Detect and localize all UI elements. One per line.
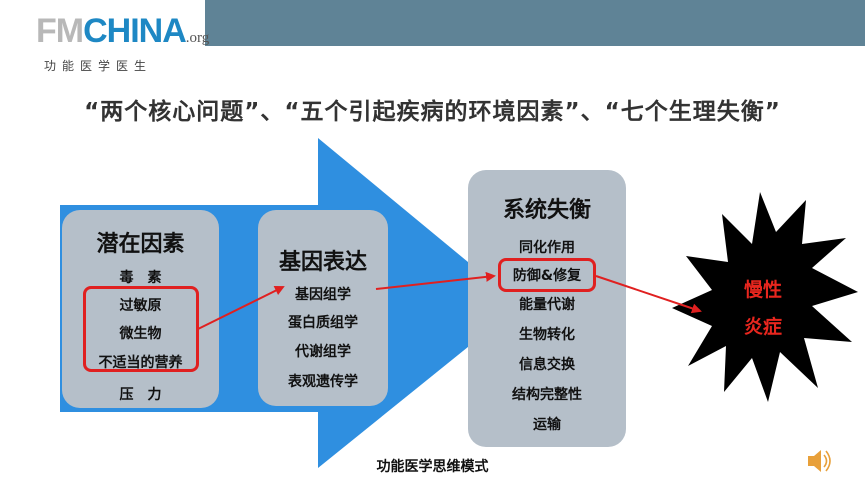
list-item: 毒 素: [119, 270, 162, 286]
box-title: 基因表达: [278, 250, 367, 275]
logo-subtitle: 功能医学医生: [44, 59, 153, 73]
header-bar: [205, 0, 865, 46]
box-title: 系统失衡: [502, 198, 591, 223]
red-arrow-1: [197, 286, 285, 330]
list-item: 压 力: [119, 387, 162, 403]
list-item: 运输: [533, 417, 561, 433]
burst-label-line2: 炎症: [743, 316, 782, 338]
list-item: 不适当的营养: [98, 355, 183, 371]
logo-china: CHINA: [83, 12, 187, 50]
list-item: 微生物: [119, 326, 162, 342]
list-item: 生物转化: [519, 327, 575, 343]
gene-expression-box: 基因表达 基因组学 蛋白质组学 代谢组学 表观遗传学: [258, 210, 388, 406]
list-item: 代谢组学: [295, 344, 351, 360]
list-item: 信息交换: [519, 357, 575, 373]
logo-org: .org: [185, 30, 210, 46]
system-imbalance-box: 系统失衡 同化作用 防御&修复 能量代谢 生物转化 信息交换 结构完整性 运输: [468, 170, 626, 447]
potential-factors-box: 潜在因素 毒 素 过敏原 微生物 不适当的营养 压 力: [62, 210, 219, 408]
red-arrow-3: [595, 275, 702, 314]
list-item: 过敏原: [119, 298, 162, 314]
list-item: 防御&修复: [512, 268, 582, 284]
list-item: 结构完整性: [512, 387, 582, 403]
list-item: 能量代谢: [519, 297, 575, 313]
logo: FMCHINA.org 功能医学医生: [36, 14, 209, 74]
box-title: 潜在因素: [96, 232, 185, 257]
highlight-box: [498, 258, 596, 292]
highlight-box: [83, 286, 199, 372]
headline: “两个核心问题”、“五个引起疾病的环境因素”、“七个生理失衡”: [84, 99, 781, 125]
burst-label-line1: 慢性: [743, 279, 782, 301]
logo-fm: FM: [36, 12, 84, 50]
red-arrow-2: [375, 271, 496, 290]
list-item: 同化作用: [519, 240, 575, 256]
list-item: 蛋白质组学: [288, 315, 358, 331]
list-item: 表观遗传学: [288, 374, 358, 390]
starburst-shape: [672, 192, 858, 402]
speaker-icon[interactable]: [808, 450, 831, 472]
list-item: 基因组学: [295, 287, 351, 303]
logo-wordmark: FMCHINA.org: [36, 14, 209, 55]
diagram-caption: 功能医学思维模式: [376, 459, 489, 475]
